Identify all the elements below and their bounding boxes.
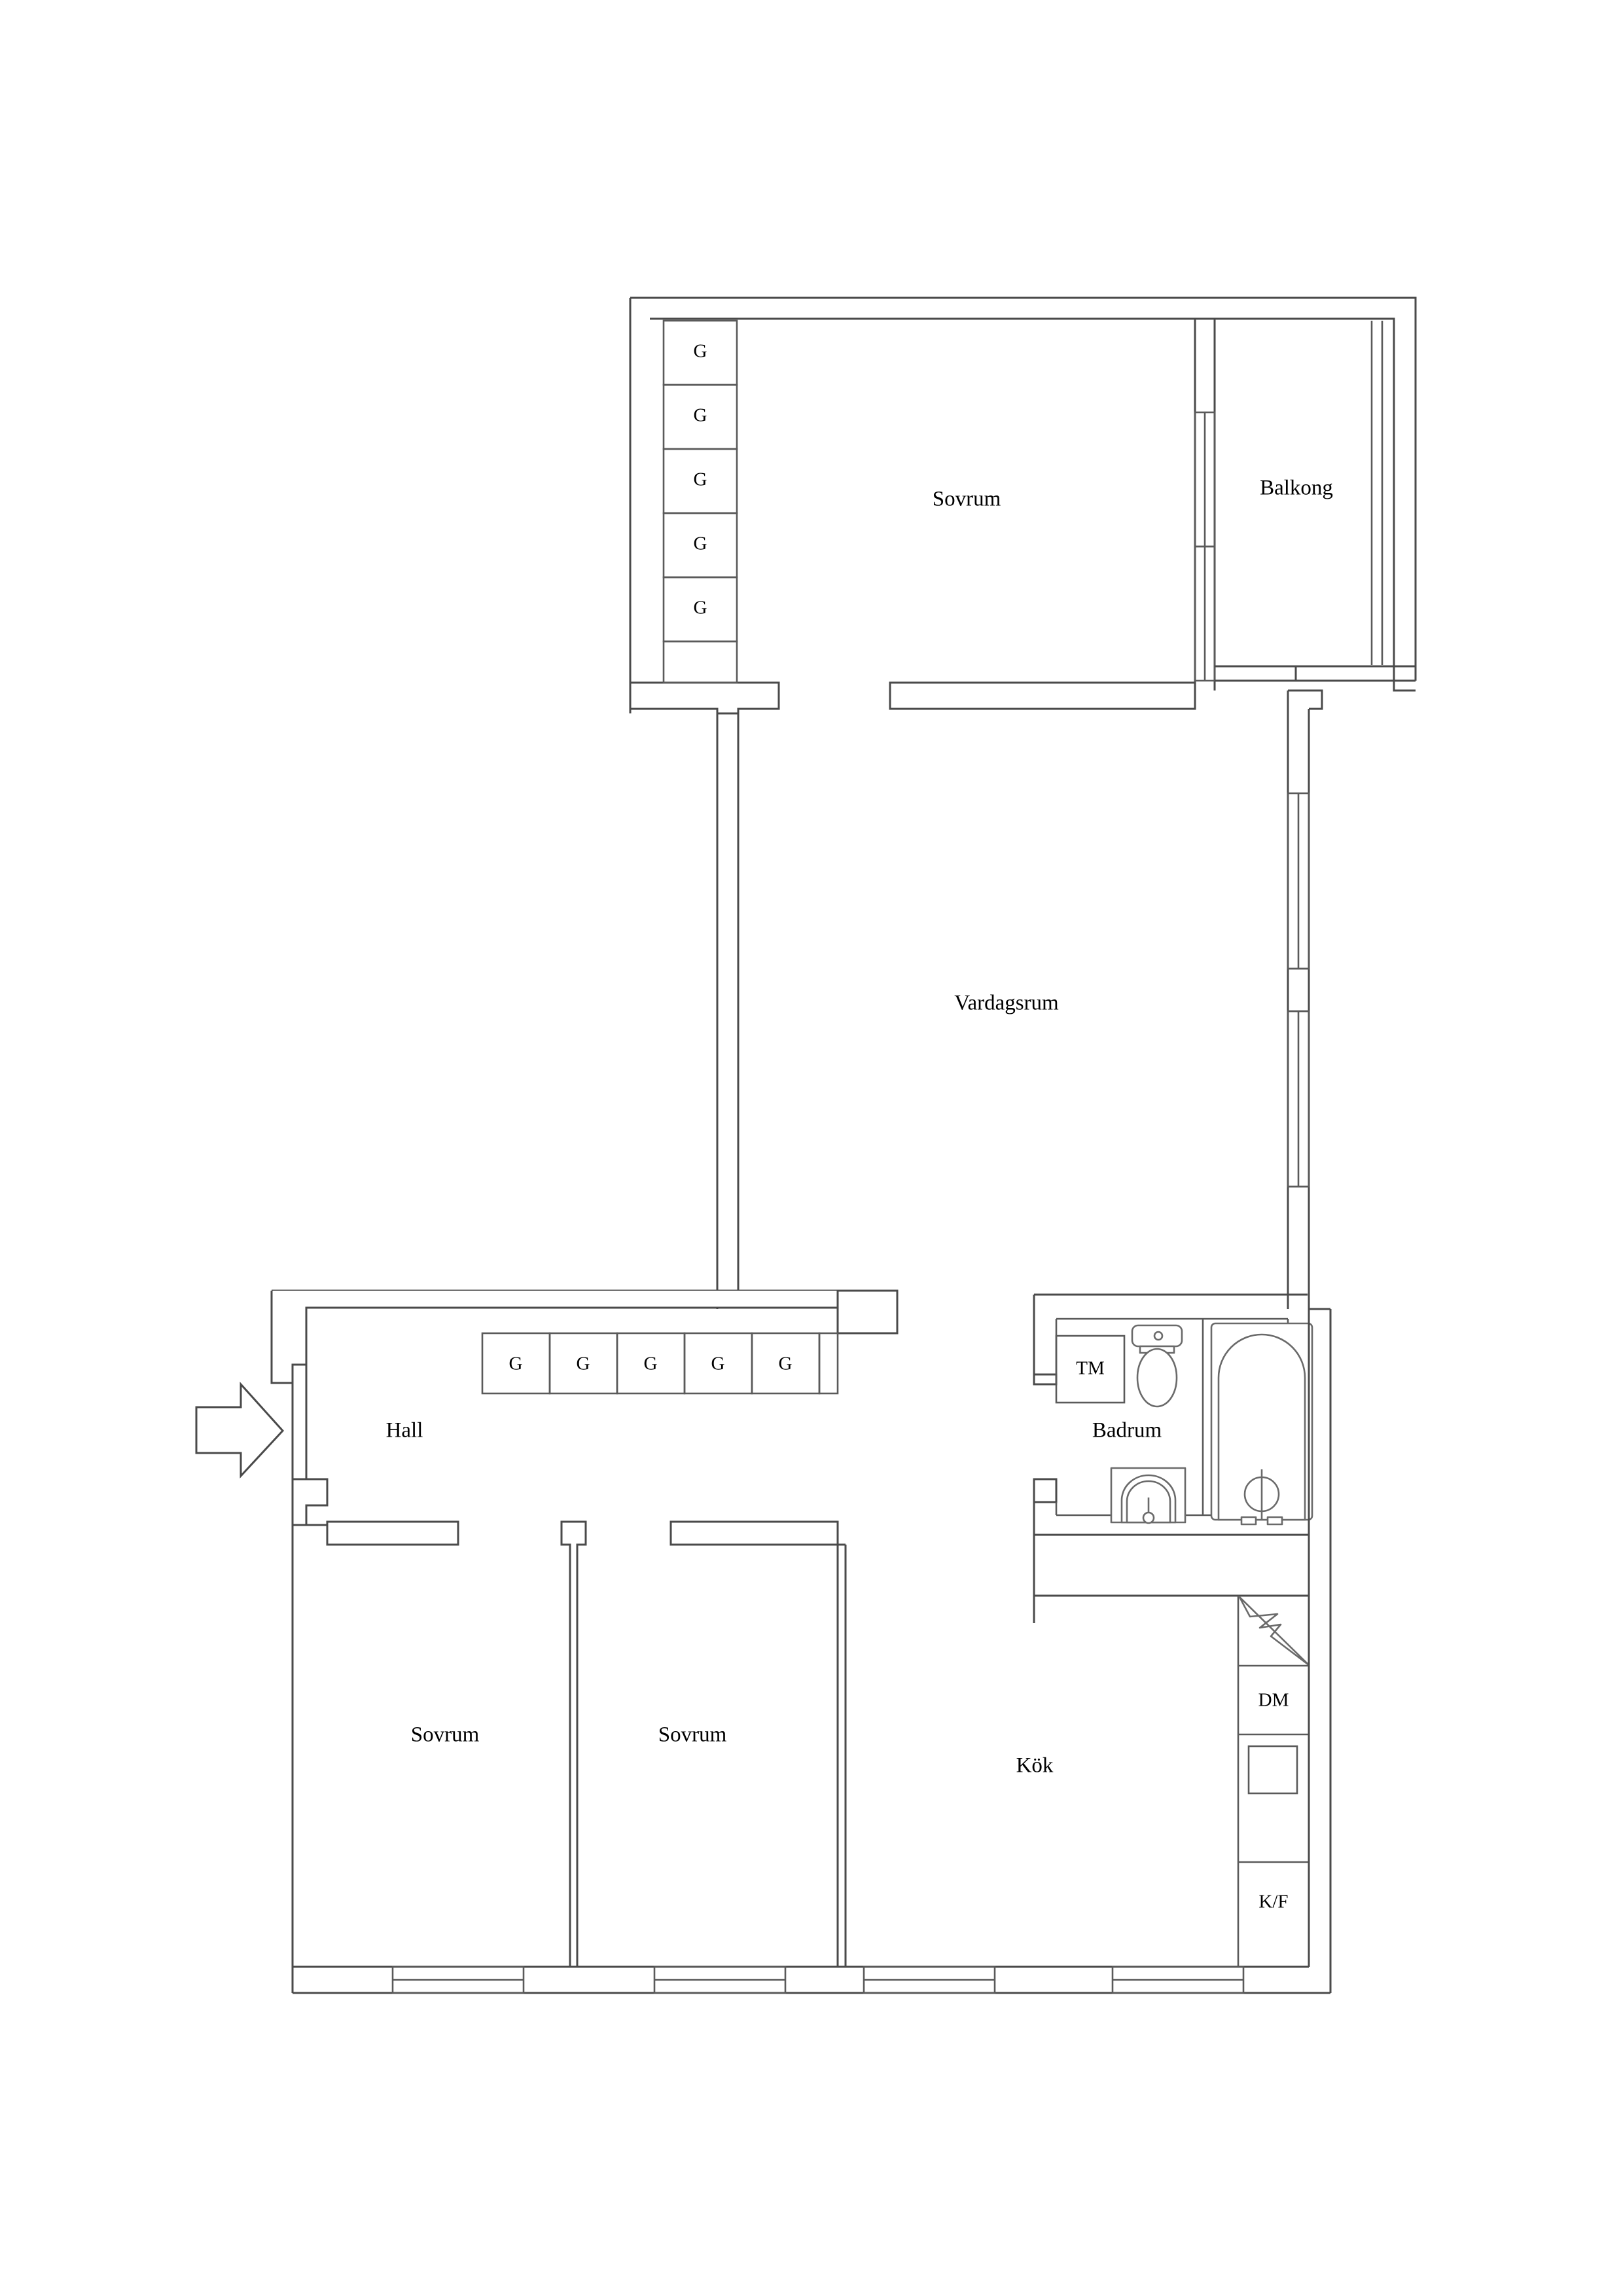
appliance-label: DM <box>1258 1690 1289 1711</box>
closet-label: G <box>779 1354 793 1374</box>
washbasin-icon <box>1110 1467 1186 1524</box>
living-room-windows <box>1287 792 1310 1188</box>
room-sovrum-top <box>629 319 1216 715</box>
closet-label: G <box>644 1354 658 1374</box>
room-label-sovrum-top: Sovrum <box>933 488 1001 511</box>
dishwasher: DM <box>1258 1690 1289 1711</box>
window <box>1287 792 1310 970</box>
window <box>653 1965 787 1994</box>
closet-label: G <box>577 1354 590 1374</box>
toilet-icon <box>1131 1324 1183 1408</box>
window <box>863 1965 996 1994</box>
entrance-arrow <box>195 1382 285 1479</box>
closet-label: G <box>694 598 707 619</box>
room-label-balkong: Balkong <box>1260 476 1333 500</box>
closet-label: G <box>509 1354 523 1374</box>
bottom-wall-windows <box>391 1308 1332 1994</box>
washing-machine: TM <box>1055 1335 1126 1404</box>
room-label-sovrum-mid: Sovrum <box>658 1723 727 1747</box>
room-label-sovrum-left: Sovrum <box>411 1723 480 1747</box>
kitchen-sink-icon <box>1247 1745 1298 1795</box>
room-label-badrum: Badrum <box>1092 1419 1162 1443</box>
window <box>1287 1010 1310 1188</box>
closet-label: G <box>694 405 707 426</box>
room-label-hall: Hall <box>386 1419 423 1443</box>
outer-walls-upper <box>629 296 1417 713</box>
closet-label: G <box>694 341 707 362</box>
room-sovrum-mid <box>669 1520 847 1967</box>
appliance-label: TM <box>1076 1358 1105 1379</box>
room-sovrum-left <box>306 1520 587 1968</box>
closet-label: G <box>711 1354 725 1374</box>
appliance-label: K/F <box>1258 1892 1288 1912</box>
garderober-sovrum: G G G G G <box>662 319 738 684</box>
window <box>391 1965 525 1994</box>
room-balkong <box>1215 317 1416 692</box>
window <box>1111 1965 1245 1994</box>
closet-label: G <box>694 533 707 554</box>
closet-label: G <box>694 469 707 490</box>
garderober-hall: G G G G G <box>481 1332 839 1395</box>
hall-living-divider <box>836 1289 899 1335</box>
stove-hob-icon <box>1238 1596 1310 1666</box>
bathtub-icon <box>1210 1322 1313 1526</box>
room-label-kok: Kök <box>1016 1754 1054 1778</box>
room-labels: Sovrum Balkong Vardagsrum Hall Badrum So… <box>386 476 1333 1778</box>
fridge-freezer: K/F <box>1258 1892 1288 1912</box>
balcony-door <box>1194 411 1216 682</box>
room-label-vardagsrum: Vardagsrum <box>954 992 1059 1015</box>
